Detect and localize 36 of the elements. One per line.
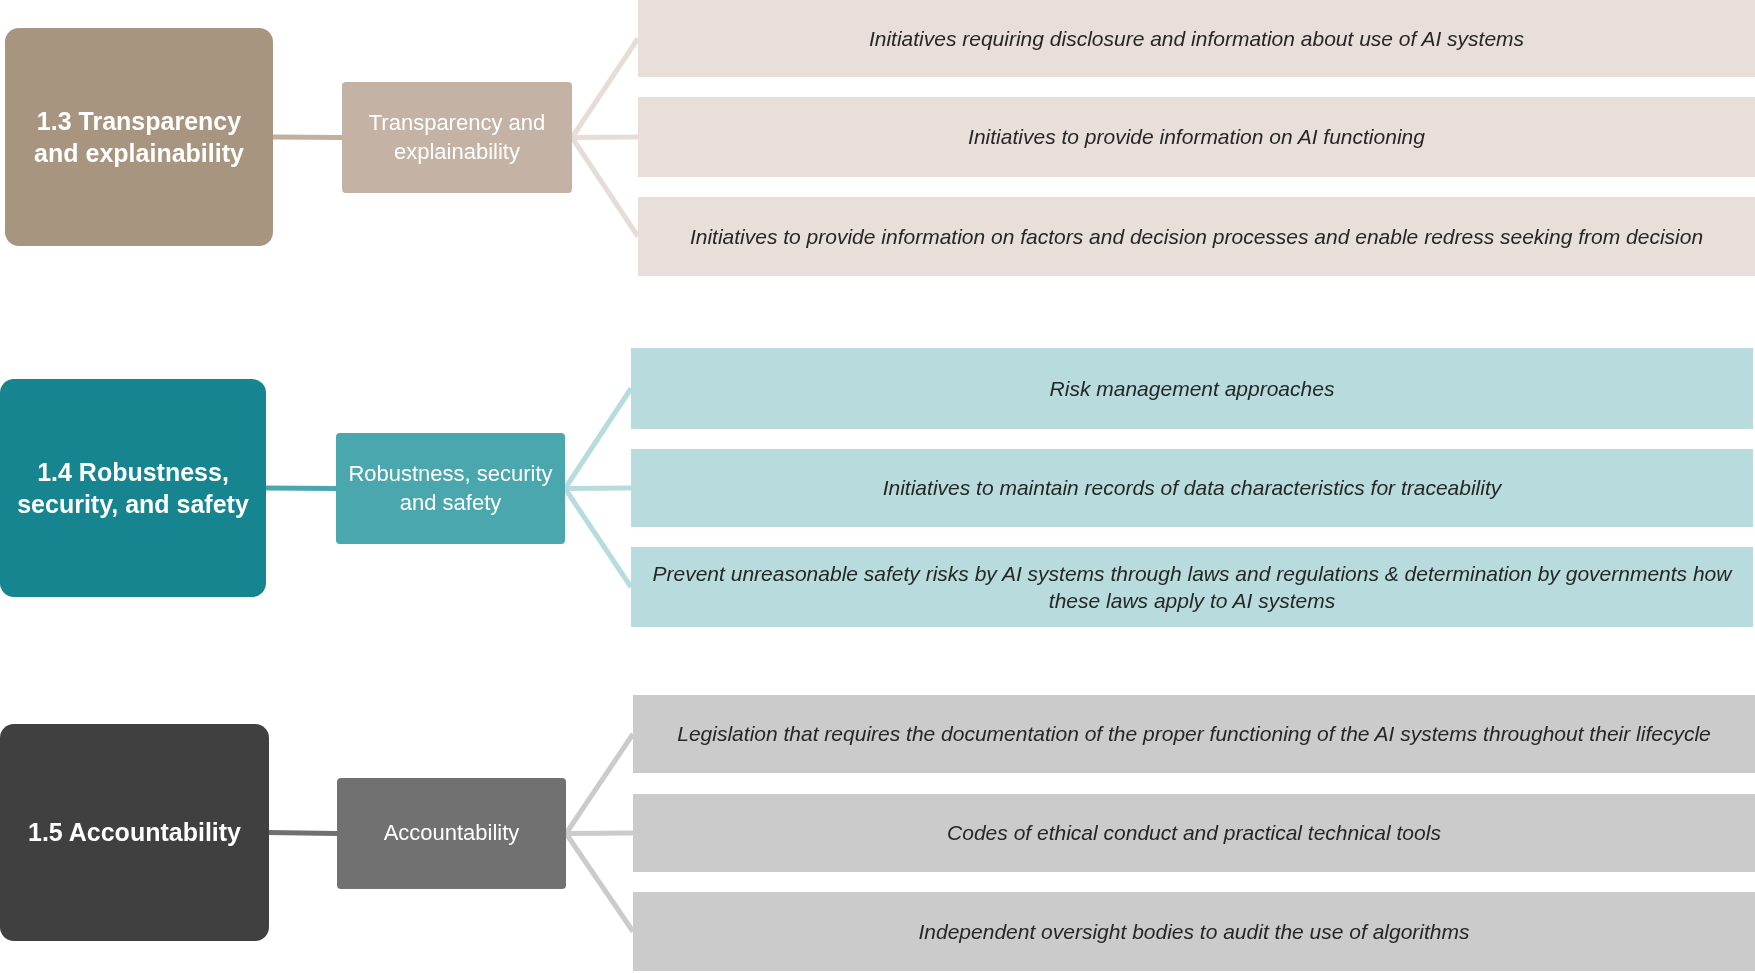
initiative-box xyxy=(633,794,1755,872)
connector-line xyxy=(268,830,338,836)
category-box xyxy=(0,724,269,941)
initiative-box xyxy=(633,695,1755,773)
box-text: Initiatives requiring disclosure and information about use of AI systems xyxy=(868,25,1525,52)
box-text: Robustness, security and safety xyxy=(347,459,554,517)
initiative-box xyxy=(631,348,1753,429)
box-text: Initiatives to provide information on AI functioning xyxy=(968,124,1425,151)
topic-box xyxy=(342,82,572,193)
box-text: Transparency and explainability xyxy=(367,108,547,166)
box-text: 1.5 Accountability xyxy=(28,817,241,849)
initiative-box xyxy=(638,197,1755,276)
connector-line xyxy=(273,134,342,140)
box-text: Initiatives to provide information on factors and decision processes and enable redress seeking from decision xyxy=(689,223,1704,250)
box-text: Legislation that requires the documentation of the proper functioning of the AI systems throughout their lifecycle xyxy=(677,721,1711,748)
topic-box xyxy=(336,433,565,544)
initiative-box xyxy=(633,892,1755,971)
box-text: 1.3 Transparency and explainability xyxy=(33,105,245,169)
initiative-box xyxy=(631,547,1753,627)
initiative-box xyxy=(638,97,1755,177)
connector-line xyxy=(572,134,638,140)
connector-line xyxy=(266,485,336,491)
connector-line xyxy=(566,830,633,836)
box-text: Independent oversight bodies to audit the use of algorithms xyxy=(918,918,1470,945)
box-text: Accountability xyxy=(383,819,520,848)
box-text: Codes of ethical conduct and practical technical tools xyxy=(947,820,1441,847)
category-box xyxy=(5,28,273,246)
box-text: Prevent unreasonable safety risks by AI systems through laws and regulations & determination by governments how these laws apply to AI systems xyxy=(651,560,1734,614)
topic-box xyxy=(337,778,566,889)
initiative-box xyxy=(638,0,1755,77)
box-text: Initiatives to maintain records of data characteristics for traceability xyxy=(882,475,1502,502)
initiative-box xyxy=(631,449,1753,527)
box-text: Risk management approaches xyxy=(1049,375,1335,402)
box-text: 1.4 Robustness, security, and safety xyxy=(16,456,250,520)
connector-line xyxy=(565,485,631,491)
category-box xyxy=(0,379,266,597)
